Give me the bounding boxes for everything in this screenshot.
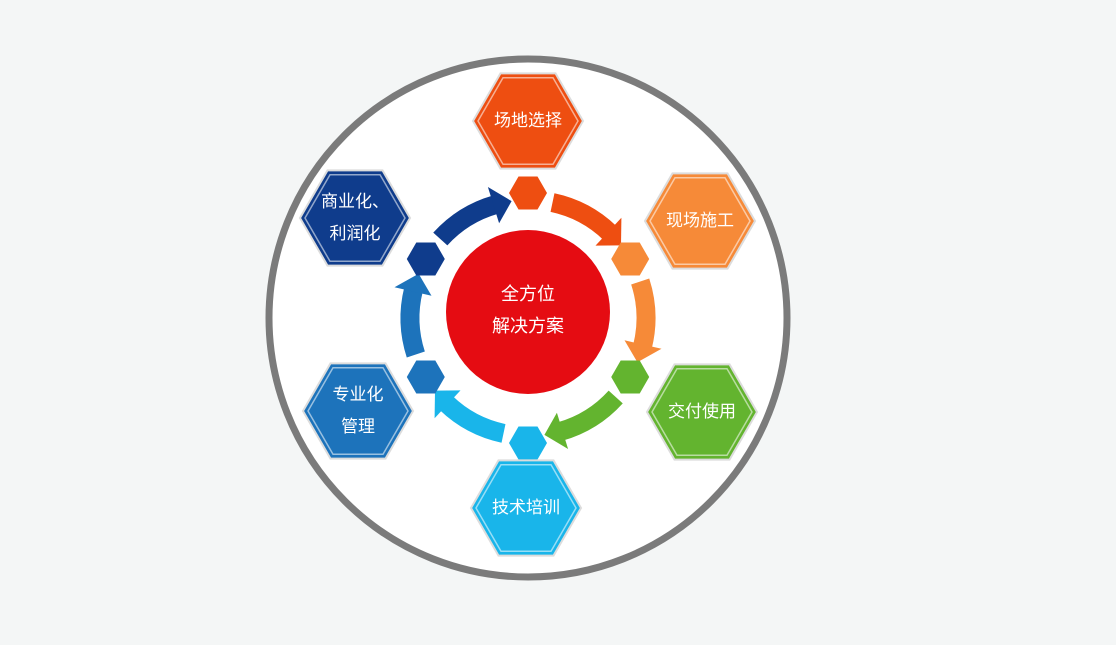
center-node: 全方位 解决方案 [446,230,610,394]
connector-hex-training [509,426,547,460]
arrowhead-delivery [544,412,569,449]
stage-label-commercialization-line-2: 利润化 [330,224,381,244]
stage-hex-inner-border-management [307,366,409,456]
stage-hex-site-selection [471,72,585,170]
cycle-arrows [394,187,662,449]
center-label-line-2: 解决方案 [492,316,564,337]
stage-hex-inner-border-delivery [651,367,753,457]
stage-node-commercialization: 商业化、利润化 [298,169,412,267]
arrow-arc-delivery [557,390,623,441]
stage-hex-training [469,459,583,557]
arrowhead-training [434,390,461,419]
stage-hex-inner-border-commercialization [304,173,406,263]
stage-label-construction-line-1: 现场施工 [666,211,734,231]
connector-hexagons [406,176,650,460]
stage-node-site-selection: 场地选择 [471,72,585,170]
connector-hex-management [406,360,445,394]
arrowhead-commercialization [487,187,512,224]
stage-hex-inner-border-training [475,463,577,553]
center-circle [446,230,610,394]
arrow-arc-construction [631,278,656,349]
stage-node-construction: 现场施工 [643,172,757,270]
arrowhead-management [394,273,432,296]
stage-node-training: 技术培训 [469,459,583,557]
stage-hex-management [301,362,415,460]
stage-label-training-line-1: 技术培训 [492,498,560,518]
arrow-arc-management [400,287,425,358]
arrow-arc-site-selection [550,193,617,241]
center-label-line-1: 全方位 [501,284,555,305]
stage-hex-construction [643,172,757,270]
connector-hex-delivery [611,360,650,394]
arrow-arc-training [439,395,506,443]
stage-label-management-line-2: 管理 [341,417,375,437]
stage-label-commercialization-line-1: 商业化、 [321,192,389,212]
arrowhead-site-selection [595,217,622,246]
stage-hex-inner-border-construction [649,176,751,266]
stage-hex-commercialization [298,169,412,267]
stage-hex-inner-border-site-selection [477,76,579,166]
stage-label-delivery-line-1: 交付使用 [668,401,736,422]
arrowhead-construction [624,340,662,363]
stage-label-site-selection-line-1: 场地选择 [494,111,562,131]
arrow-arc-commercialization [433,195,499,246]
connector-hex-site-selection [509,176,547,210]
connector-hex-construction [611,242,650,276]
connector-hex-commercialization [406,242,445,276]
stage-hex-delivery [645,363,759,461]
stage-label-management-line-1: 专业化 [333,385,384,405]
stage-node-delivery: 交付使用 [645,363,759,461]
